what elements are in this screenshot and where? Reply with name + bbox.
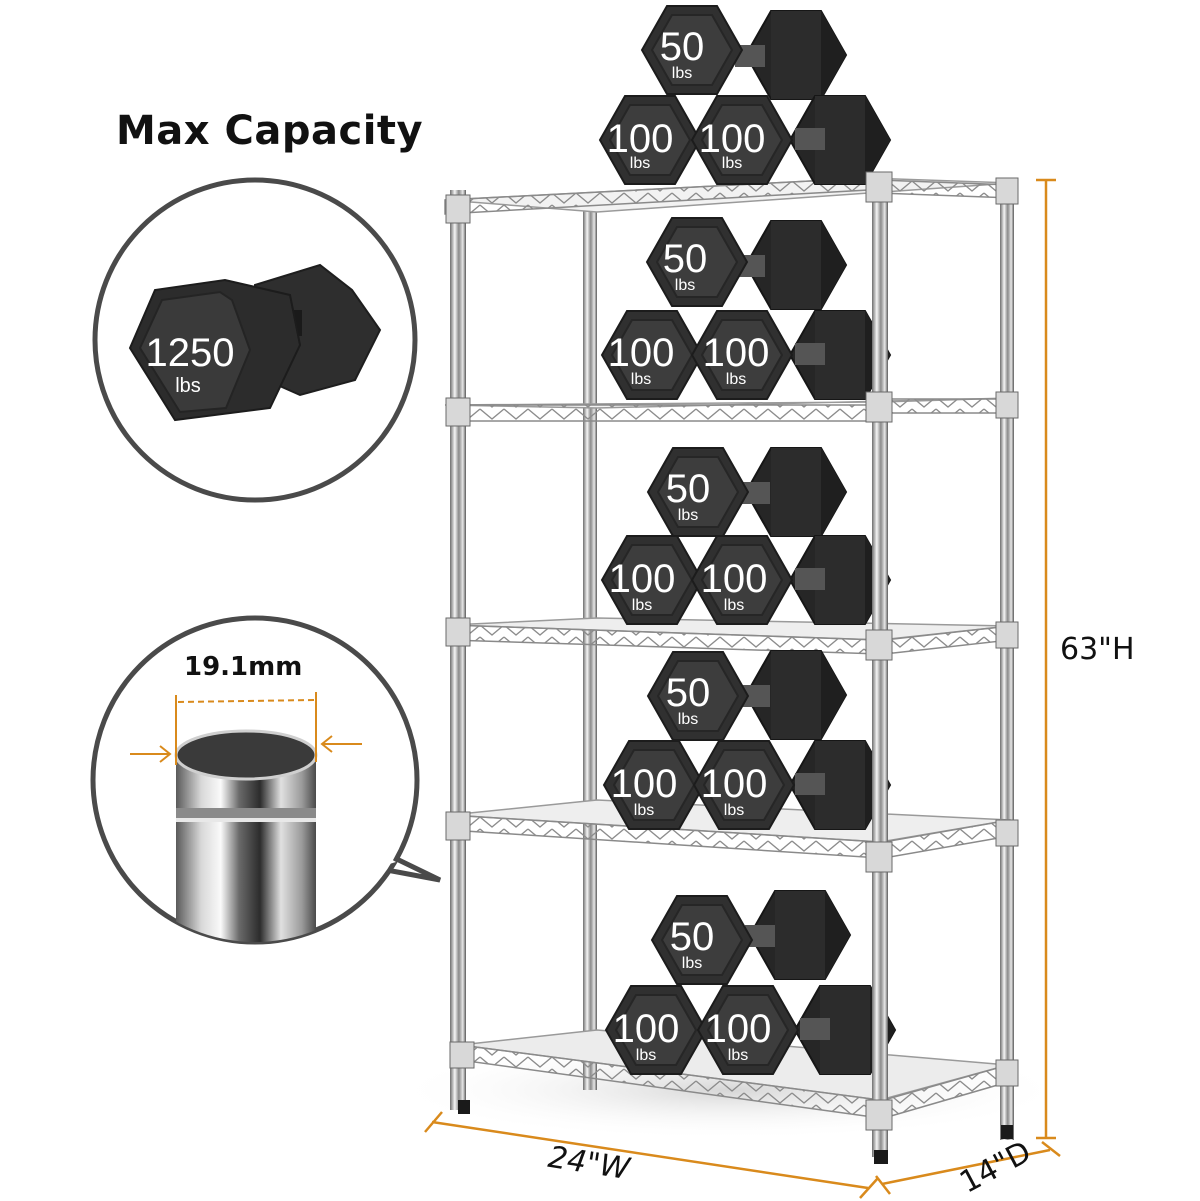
svg-text:lbs: lbs — [678, 711, 698, 728]
svg-text:1250: 1250 — [146, 331, 235, 375]
svg-text:100: 100 — [699, 117, 766, 161]
svg-text:lbs: lbs — [678, 507, 698, 524]
svg-text:lbs: lbs — [724, 597, 744, 614]
svg-text:100: 100 — [608, 331, 675, 375]
svg-text:lbs: lbs — [724, 802, 744, 819]
svg-text:100: 100 — [611, 762, 678, 806]
svg-text:50: 50 — [670, 915, 715, 959]
dumbbell-stack-4 — [603, 650, 891, 830]
svg-text:lbs: lbs — [726, 371, 746, 388]
dumbbell-stack-2 — [601, 217, 891, 400]
dumbbell-stack-5 — [605, 890, 896, 1075]
dimension-lines — [424, 178, 1061, 1199]
svg-text:50: 50 — [660, 25, 705, 69]
svg-text:lbs: lbs — [636, 1047, 656, 1064]
dumbbell-stacks — [599, 5, 896, 1075]
dumbbell-stack-1 — [599, 5, 891, 185]
height-dimension-label: 63"H — [1060, 632, 1135, 667]
svg-text:50: 50 — [666, 467, 711, 511]
svg-text:100: 100 — [701, 557, 768, 601]
svg-text:lbs: lbs — [634, 802, 654, 819]
pole-diameter-callout — [90, 615, 442, 945]
svg-text:100: 100 — [703, 331, 770, 375]
svg-text:lbs: lbs — [682, 955, 702, 972]
svg-text:lbs: lbs — [722, 155, 742, 172]
front-poles — [445, 171, 1019, 1164]
svg-text:lbs: lbs — [631, 371, 651, 388]
svg-text:50: 50 — [663, 237, 708, 281]
svg-text:lbs: lbs — [632, 597, 652, 614]
svg-text:lbs: lbs — [728, 1047, 748, 1064]
pole-diameter-label: 19.1mm — [184, 652, 303, 682]
svg-text:100: 100 — [609, 557, 676, 601]
svg-text:100: 100 — [705, 1007, 772, 1051]
svg-text:lbs: lbs — [675, 277, 695, 294]
svg-text:100: 100 — [613, 1007, 680, 1051]
back-poles — [583, 180, 1014, 1140]
svg-text:lbs: lbs — [672, 65, 692, 82]
dumbbell-stack-3 — [601, 447, 891, 625]
shelves — [444, 177, 1013, 1119]
svg-text:lbs: lbs — [175, 375, 201, 397]
svg-text:100: 100 — [607, 117, 674, 161]
page-title: Max Capacity — [116, 108, 424, 154]
svg-text:lbs: lbs — [630, 155, 650, 172]
weight-labels: 50 lbs 100 lbs 100 lbs 50 lbs 100 lbs 10… — [607, 25, 772, 1064]
svg-text:50: 50 — [666, 671, 711, 715]
svg-text:100: 100 — [701, 762, 768, 806]
capacity-callout: 1250 lbs — [92, 177, 418, 503]
